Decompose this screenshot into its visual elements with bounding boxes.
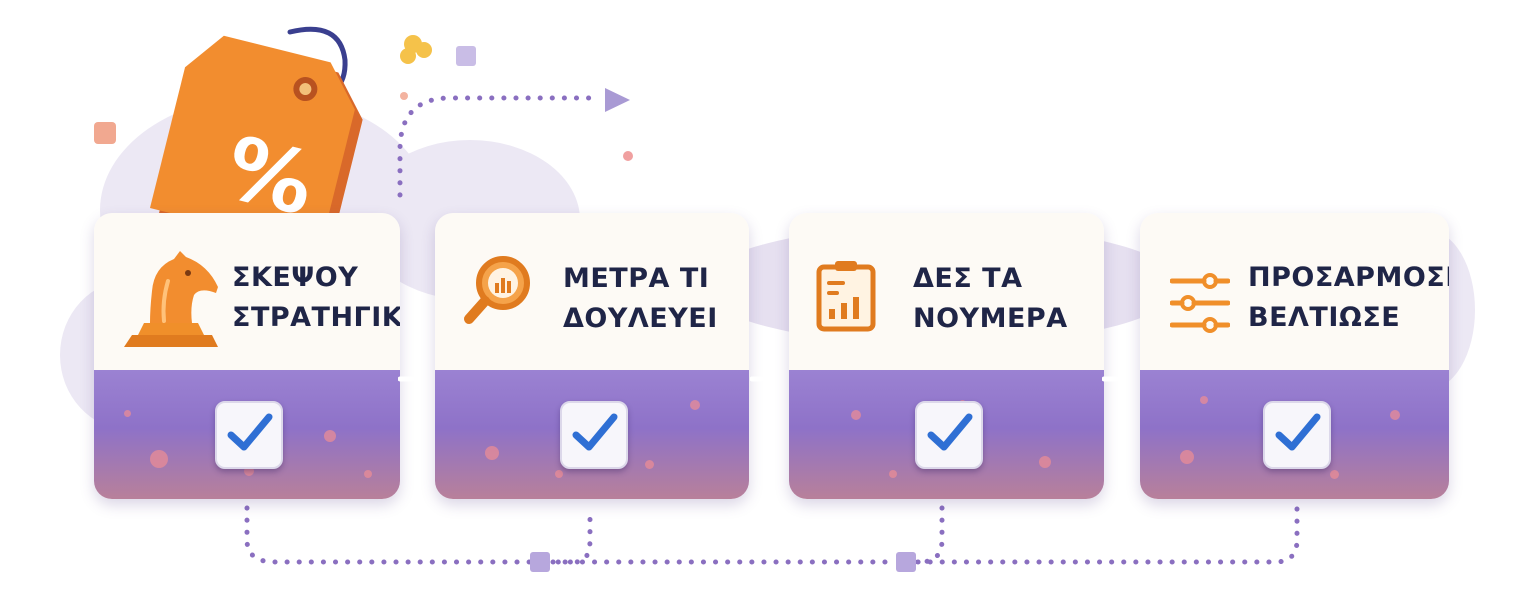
arrow-right-icon — [398, 370, 432, 388]
step-card-measure-what-works: ΜΕΤΡΑ ΤΙ ΔΟΥΛΕΥΕΙ — [435, 213, 749, 499]
checkmark-icon — [227, 413, 273, 451]
card-header — [1140, 213, 1449, 370]
sliders-icon — [1170, 273, 1230, 333]
magnifier-chart-icon — [464, 256, 530, 324]
step-title: ΣΚΕΨΟΥ ΣΤΡΑΤΗΓΙΚΑ — [232, 258, 400, 338]
step-title-line1: ΠΡΟΣΑΡΜΟΣΕ — [1248, 262, 1449, 293]
chess-knight-icon — [124, 251, 218, 347]
step-card-see-the-numbers: ΔΕΣ ΤΑ ΝΟΥΜΕΡΑ — [789, 213, 1104, 499]
checkmark-icon — [572, 413, 618, 451]
confetti-decor — [94, 35, 633, 161]
arrow-right-icon — [1102, 370, 1136, 388]
step-title-line1: ΔΕΣ ΤΑ — [913, 263, 1023, 294]
step-title: ΜΕΤΡΑ ΤΙ ΔΟΥΛΕΥΕΙ — [563, 259, 718, 339]
checkmark-icon — [1275, 413, 1320, 451]
step-check-checkbox[interactable] — [560, 401, 628, 469]
step-check-checkbox[interactable] — [1262, 401, 1331, 469]
step-title-line2: ΝΟΥΜΕΡΑ — [913, 303, 1068, 334]
step-card-think-strategically: ΣΚΕΨΟΥ ΣΤΡΑΤΗΓΙΚΑ — [94, 213, 400, 499]
step-check-checkbox[interactable] — [914, 401, 983, 469]
step-title: ΔΕΣ ΤΑ ΝΟΥΜΕΡΑ — [913, 259, 1068, 339]
step-title-line2: ΔΟΥΛΕΥΕΙ — [563, 303, 718, 334]
step-title-line2: ΣΤΡΑΤΗΓΙΚΑ — [232, 302, 400, 333]
step-check-checkbox[interactable] — [215, 401, 283, 469]
checkmark-icon — [927, 413, 972, 451]
arrow-right-icon — [750, 370, 784, 388]
step-card-adjust-improve: ΠΡΟΣΑΡΜΟΣΕ ΒΕΛΤΙΩΣΕ — [1140, 213, 1449, 499]
step-title-line1: ΜΕΤΡΑ ΤΙ — [563, 263, 710, 294]
step-title-line1: ΣΚΕΨΟΥ — [232, 262, 359, 293]
step-title: ΠΡΟΣΑΡΜΟΣΕ ΒΕΛΤΙΩΣΕ — [1248, 258, 1449, 338]
clipboard-chart-icon — [816, 261, 876, 332]
step-title-line2: ΒΕΛΤΙΩΣΕ — [1248, 302, 1401, 333]
